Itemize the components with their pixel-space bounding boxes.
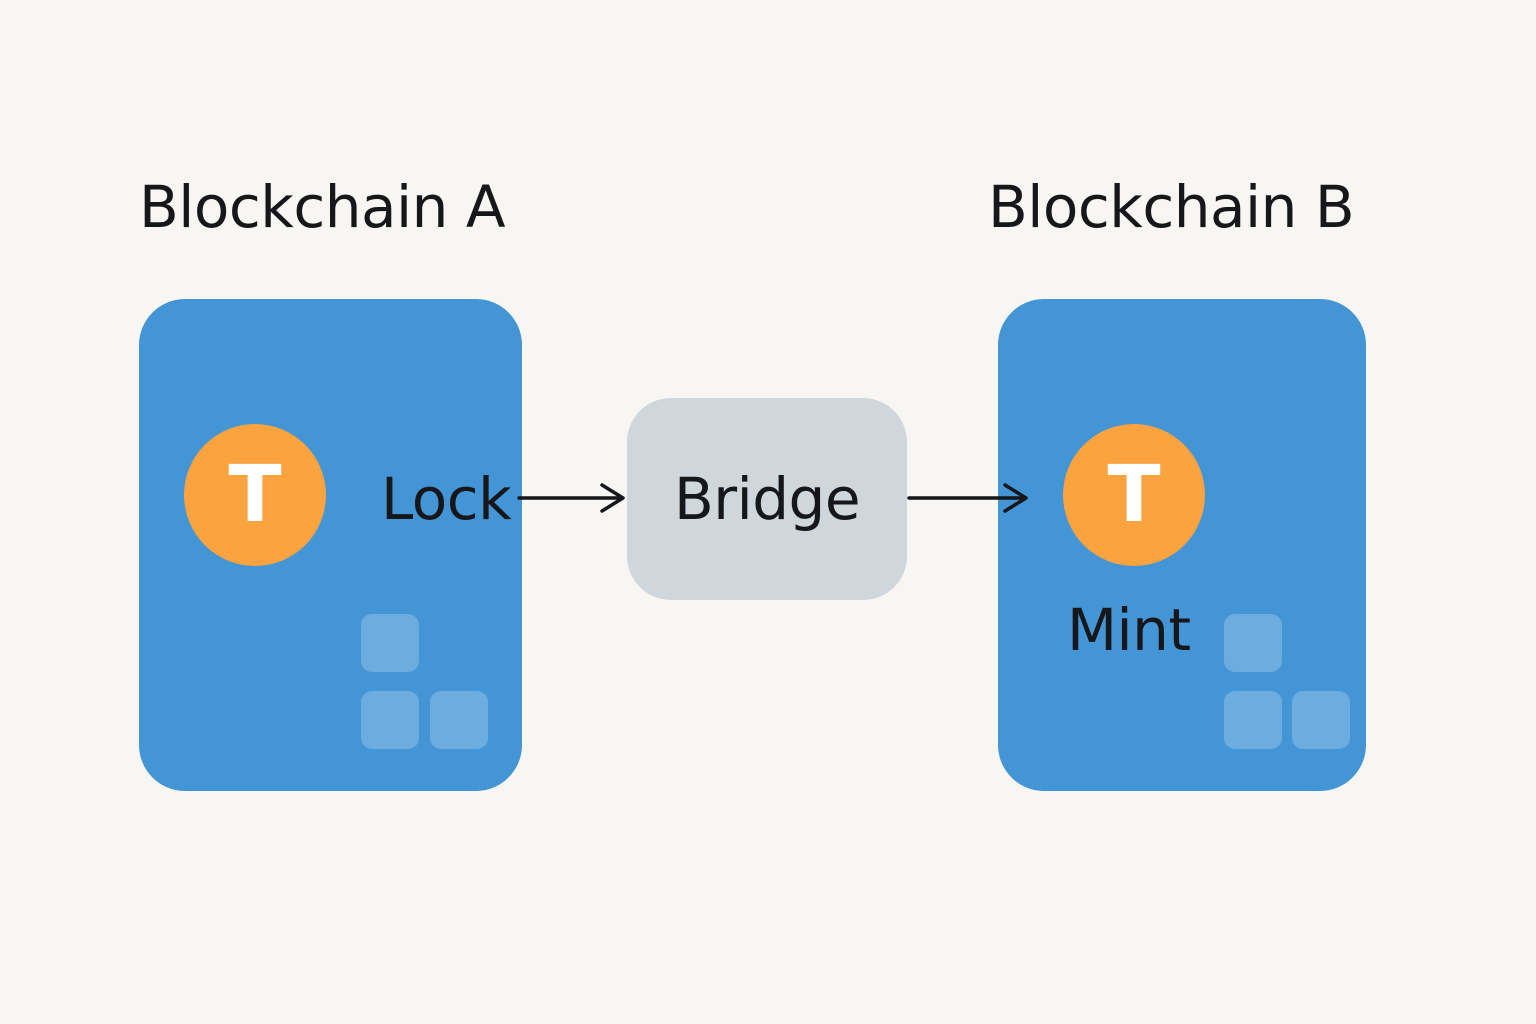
token-coin-icon: T	[184, 424, 326, 566]
arrow-right-icon	[517, 483, 625, 513]
block-icon	[361, 691, 419, 749]
blockchain-b-title: Blockchain B	[988, 173, 1355, 241]
token-letter: T	[1107, 450, 1161, 540]
blockchain-a-card: T	[139, 299, 522, 791]
mint-label: Mint	[1067, 596, 1191, 664]
block-icon	[1224, 614, 1282, 672]
lock-label: Lock	[381, 465, 512, 533]
token-letter: T	[228, 450, 282, 540]
token-coin-icon: T	[1063, 424, 1205, 566]
block-icon	[1292, 691, 1350, 749]
bridge-box: Bridge	[627, 398, 907, 600]
bridge-label: Bridge	[673, 465, 861, 533]
blockchain-b-card: T	[998, 299, 1366, 791]
blockchain-a-title: Blockchain A	[139, 173, 506, 241]
block-icon	[361, 614, 419, 672]
block-icon	[1224, 691, 1282, 749]
block-icon	[430, 691, 488, 749]
